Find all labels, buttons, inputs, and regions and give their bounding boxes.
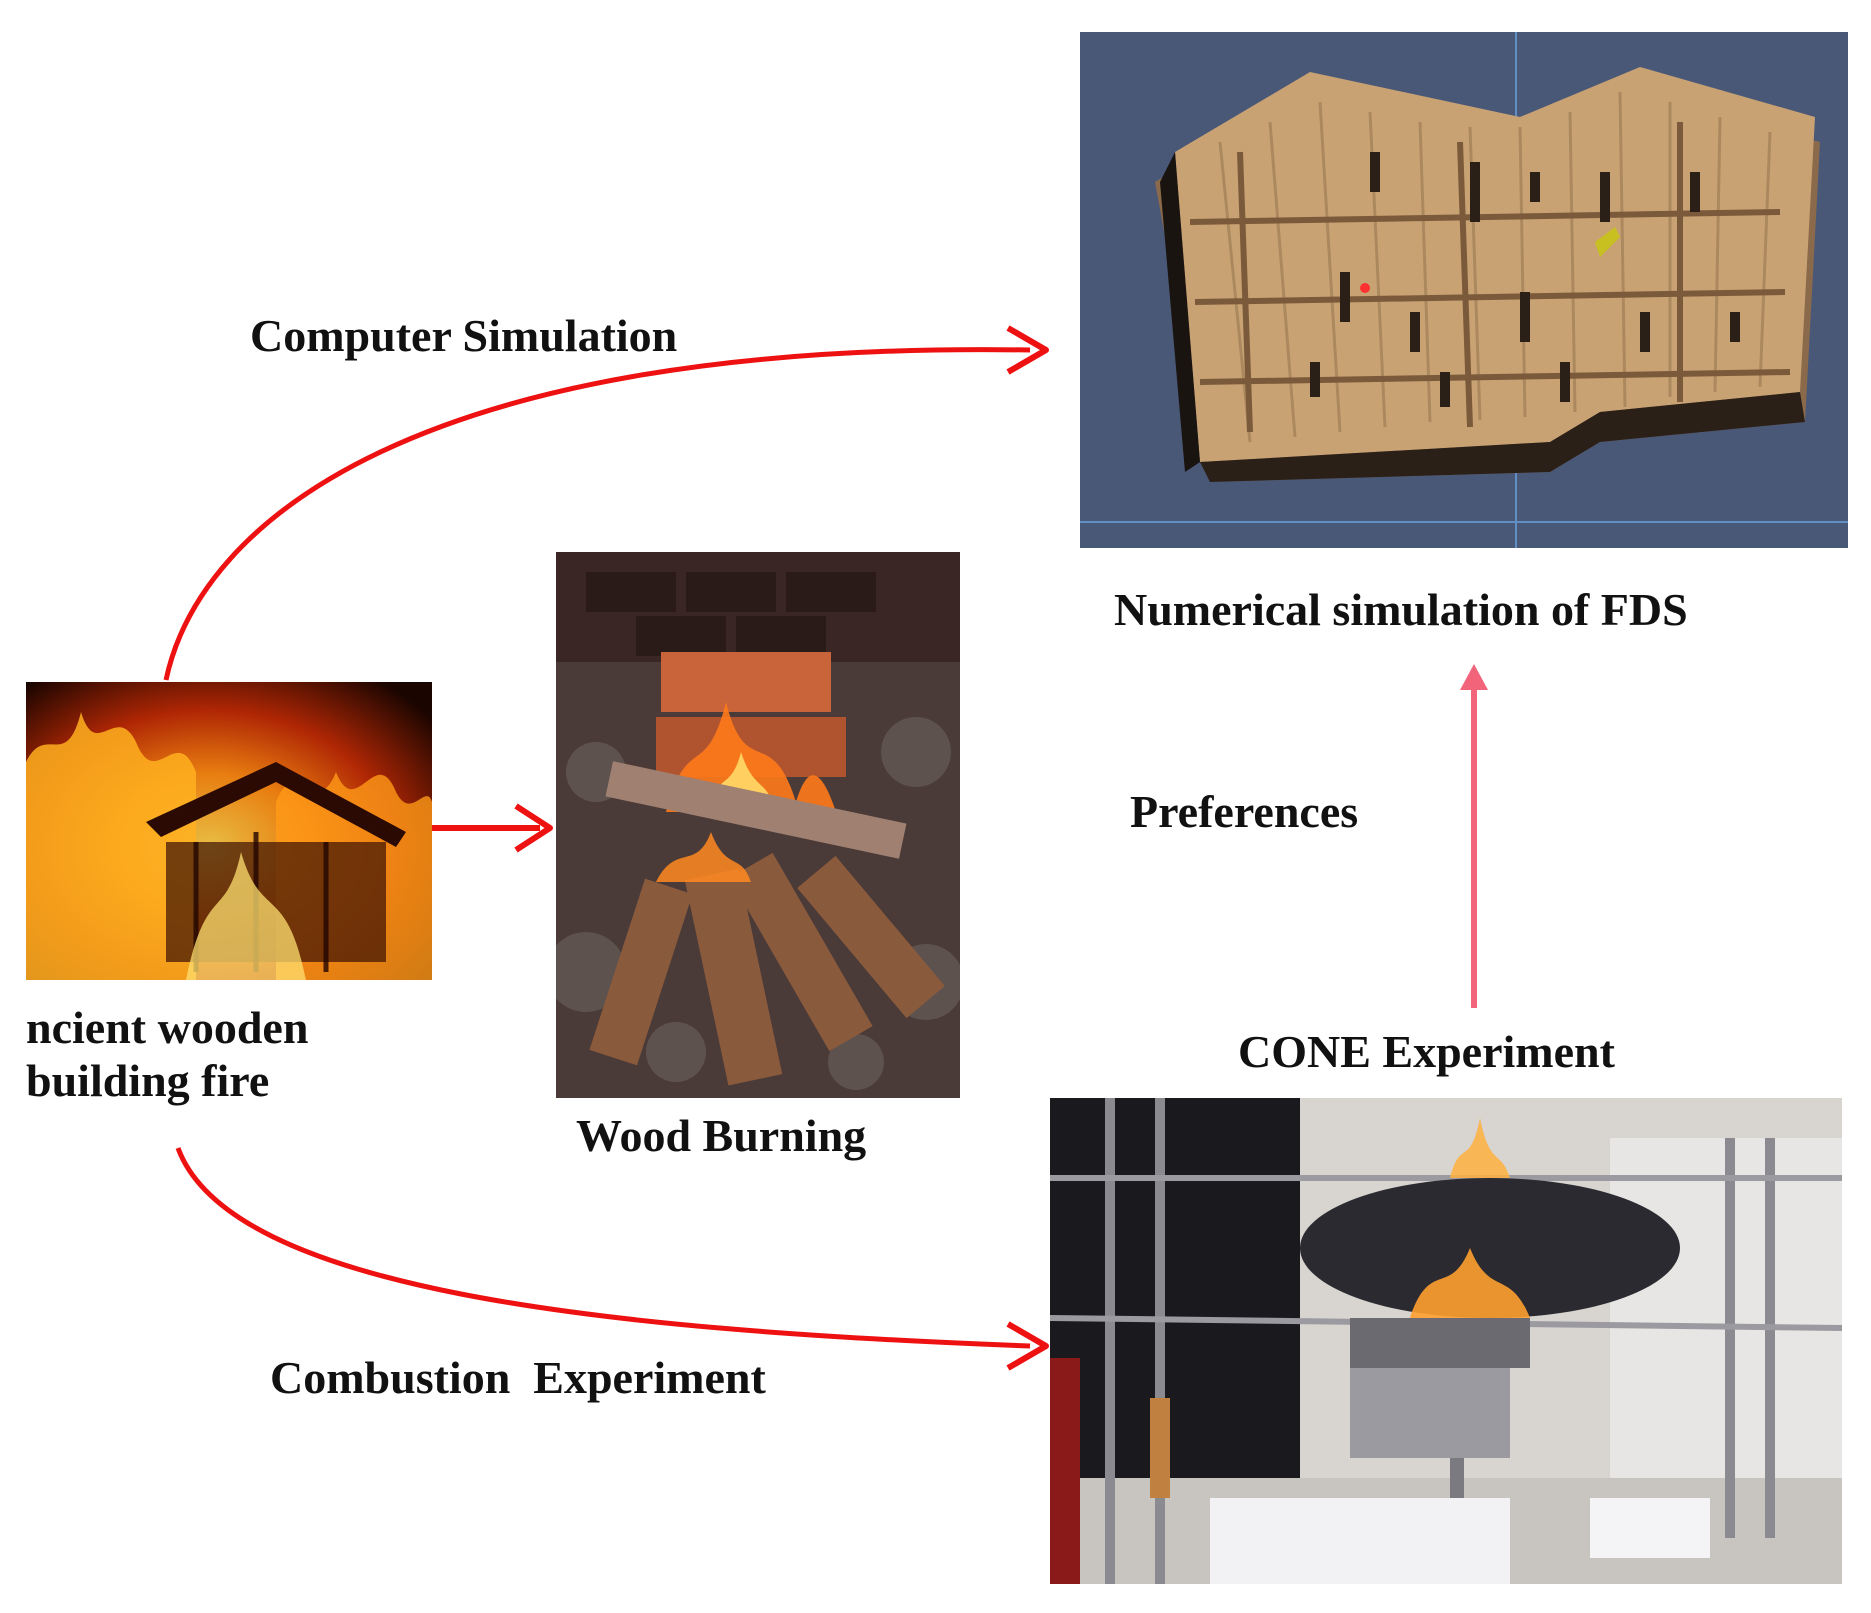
arrow-combustion-experiment [175, 1147, 1049, 1371]
cone-experiment-photo [1050, 1098, 1842, 1584]
building-fire-label-line2: building fire [26, 1054, 270, 1106]
building-fire-photo [26, 682, 432, 980]
wood-burning-label: Wood Burning [576, 1110, 867, 1161]
numerical-simulation-label: Numerical simulation of FDS [1114, 584, 1688, 635]
cone-experiment-label: CONE Experiment [1238, 1026, 1615, 1077]
arrow-to-wood-burning [432, 803, 553, 853]
preferences-label: Preferences [1130, 786, 1359, 837]
building-fire-label: ncient wooden building fire [26, 1002, 308, 1108]
arrow-preferences [1460, 664, 1488, 1008]
wood-burning-photo [556, 552, 960, 1098]
building-fire-label-line1: ncient wooden [26, 1002, 309, 1053]
combustion-experiment-label: Combustion Experiment [270, 1352, 766, 1403]
computer-simulation-label: Computer Simulation [250, 310, 678, 361]
fds-simulation-image [1080, 32, 1848, 548]
